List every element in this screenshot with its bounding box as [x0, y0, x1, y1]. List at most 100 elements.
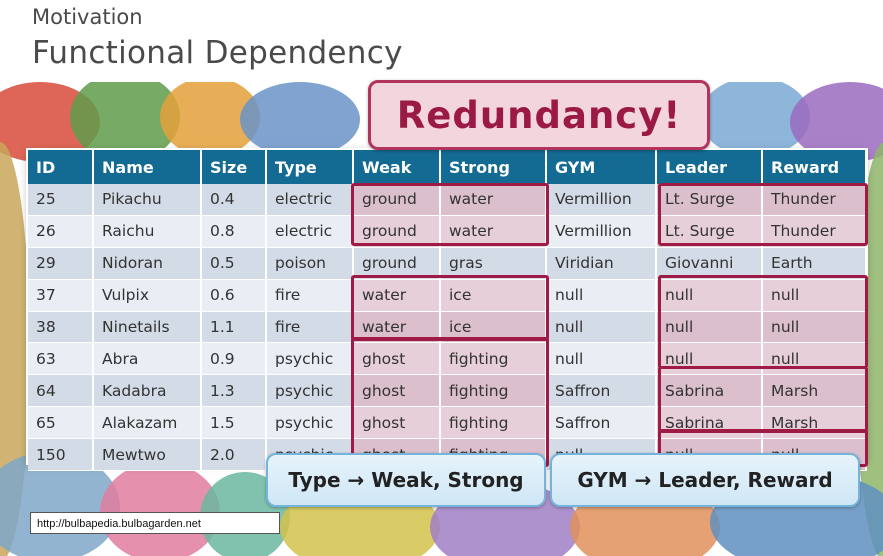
table-cell: ice [440, 311, 547, 344]
column-header: ID [28, 150, 94, 184]
collage-blob [240, 82, 360, 157]
column-header: GYM [546, 150, 657, 184]
table-cell: null [762, 311, 867, 344]
table-cell: null [546, 279, 657, 312]
table-cell: Thunder [762, 215, 867, 248]
table-cell: Viridian [546, 247, 657, 280]
table-cell: Ninetails [93, 311, 202, 344]
table-cell: water [440, 184, 547, 216]
table-cell: 29 [28, 247, 94, 280]
table-cell: gras [440, 247, 547, 280]
table-cell: 65 [28, 406, 94, 440]
table-cell: Lt. Surge [656, 184, 763, 216]
table-cell: 1.5 [201, 406, 267, 440]
pokemon-table-card: ID Name Size Type Weak Strong GYM Leader… [28, 150, 867, 472]
table-cell: 150 [28, 438, 94, 472]
table-cell: 0.5 [201, 247, 267, 280]
table-cell: Saffron [546, 406, 657, 440]
table-cell: fire [266, 311, 354, 344]
table-cell: Mewtwo [93, 438, 202, 472]
table-cell: psychic [266, 342, 354, 376]
pokemon-collage-background [0, 82, 883, 556]
table-cell: null [656, 279, 763, 312]
source-link[interactable]: http://bulbapedia.bulbagarden.net [30, 512, 280, 534]
table-cell: 0.9 [201, 342, 267, 376]
table-cell: 1.1 [201, 311, 267, 344]
column-header: Leader [656, 150, 763, 184]
table-cell: psychic [266, 374, 354, 408]
table-cell: Kadabra [93, 374, 202, 408]
column-header: Weak [353, 150, 441, 184]
pokemon-table: ID Name Size Type Weak Strong GYM Leader… [28, 150, 867, 472]
table-cell: 0.4 [201, 184, 267, 216]
table-cell: ghost [353, 406, 441, 440]
table-cell: 37 [28, 279, 94, 312]
table-cell: 38 [28, 311, 94, 344]
table-cell: Vulpix [93, 279, 202, 312]
table-cell: electric [266, 215, 354, 248]
table-cell: Alakazam [93, 406, 202, 440]
table-row: 26 Raichu 0.8 electric ground water Verm… [28, 215, 867, 248]
table-cell: null [656, 311, 763, 344]
table-row: 38 Ninetails 1.1 fire water ice null nul… [28, 311, 867, 344]
slide-subtitle: Motivation [32, 5, 143, 29]
table-cell: water [353, 311, 441, 344]
table-row: 64 Kadabra 1.3 psychic ghost fighting Sa… [28, 374, 867, 408]
column-header: Size [201, 150, 267, 184]
table-cell: Marsh [762, 406, 867, 440]
table-cell: null [762, 342, 867, 376]
table-cell: 63 [28, 342, 94, 376]
table-cell: 25 [28, 184, 94, 216]
table-cell: water [353, 279, 441, 312]
redundancy-callout: Redundancy! [368, 80, 710, 150]
table-row: 37 Vulpix 0.6 fire water ice null null n… [28, 279, 867, 312]
column-header: Type [266, 150, 354, 184]
table-cell: Marsh [762, 374, 867, 408]
table-row: 65 Alakazam 1.5 psychic ghost fighting S… [28, 406, 867, 440]
column-header: Strong [440, 150, 547, 184]
table-cell: Vermillion [546, 215, 657, 248]
fd-gym-callout: GYM → Leader, Reward [550, 453, 860, 507]
table-row: 25 Pikachu 0.4 electric ground water Ver… [28, 184, 867, 216]
table-cell: Saffron [546, 374, 657, 408]
table-cell: Sabrina [656, 406, 763, 440]
table-cell: fighting [440, 342, 547, 376]
slide-title: Functional Dependency [32, 35, 403, 71]
table-cell: 0.6 [201, 279, 267, 312]
table-cell: ground [353, 247, 441, 280]
table-cell: water [440, 215, 547, 248]
table-cell: electric [266, 184, 354, 216]
collage-blob [790, 82, 883, 162]
table-cell: Raichu [93, 215, 202, 248]
table-header-row: ID Name Size Type Weak Strong GYM Leader… [28, 150, 867, 184]
table-cell: Earth [762, 247, 867, 280]
table-cell: ghost [353, 374, 441, 408]
table-cell: null [546, 311, 657, 344]
table-cell: poison [266, 247, 354, 280]
table-cell: psychic [266, 406, 354, 440]
table-cell: Abra [93, 342, 202, 376]
table-cell: Vermillion [546, 184, 657, 216]
table-cell: 2.0 [201, 438, 267, 472]
table-cell: Thunder [762, 184, 867, 216]
table-cell: fighting [440, 406, 547, 440]
column-header: Name [93, 150, 202, 184]
table-cell: null [762, 279, 867, 312]
table-row: 29 Nidoran 0.5 poison ground gras Viridi… [28, 247, 867, 280]
table-cell: 26 [28, 215, 94, 248]
table-cell: ground [353, 184, 441, 216]
table-cell: null [656, 342, 763, 376]
table-cell: ice [440, 279, 547, 312]
slide-header: Motivation Functional Dependency [32, 4, 403, 73]
table-cell: Nidoran [93, 247, 202, 280]
table-cell: fire [266, 279, 354, 312]
table-row: 63 Abra 0.9 psychic ghost fighting null … [28, 342, 867, 376]
table-cell: ground [353, 215, 441, 248]
table-cell: 64 [28, 374, 94, 408]
table-cell: Pikachu [93, 184, 202, 216]
table-cell: 1.3 [201, 374, 267, 408]
table-cell: Sabrina [656, 374, 763, 408]
table-cell: Giovanni [656, 247, 763, 280]
table-cell: null [546, 342, 657, 376]
fd-type-callout: Type → Weak, Strong [266, 453, 546, 507]
